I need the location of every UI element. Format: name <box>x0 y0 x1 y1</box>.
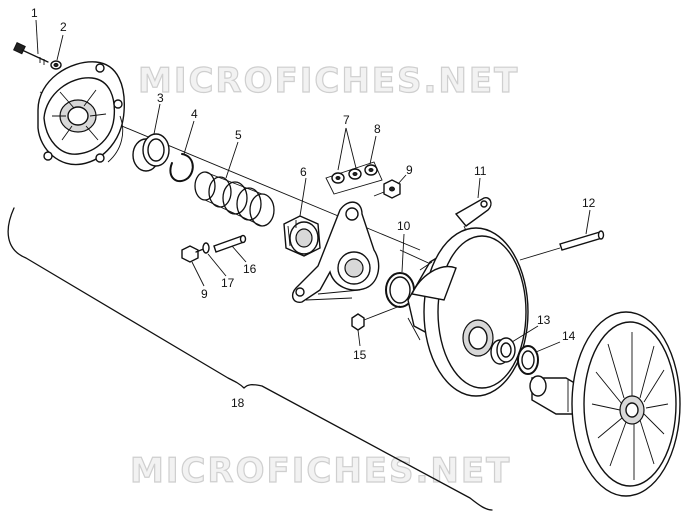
spider-arm-assembly <box>291 201 380 303</box>
callout-12: 12 <box>582 196 596 210</box>
leader-14 <box>535 341 561 353</box>
assembly-bracket-18 <box>7 207 493 511</box>
callout-7: 7 <box>343 113 350 127</box>
leader-11 <box>477 177 481 199</box>
pin-part-16 <box>213 234 247 253</box>
callout-2: 2 <box>60 20 67 34</box>
callout-3: 3 <box>157 91 164 105</box>
leader-16 <box>231 245 247 263</box>
leader-7b <box>345 127 357 169</box>
leader-8 <box>369 135 377 165</box>
spring-part-5 <box>194 171 275 227</box>
shim-plate-parts-7-8 <box>325 161 383 195</box>
fixed-sheave-with-shaft <box>529 311 681 497</box>
callout-8: 8 <box>374 122 381 136</box>
leader-5 <box>225 141 239 179</box>
callout-15: 15 <box>353 348 367 362</box>
bolt-part-1 <box>13 42 49 65</box>
callout-9-lower: 9 <box>201 287 208 301</box>
leader-12 <box>585 209 591 235</box>
leader-10 <box>401 233 405 273</box>
callout-10: 10 <box>397 219 411 233</box>
callout-11: 11 <box>474 164 487 178</box>
callout-4: 4 <box>191 107 198 121</box>
callout-14: 14 <box>562 329 576 343</box>
ring-part-10 <box>385 272 415 308</box>
callout-18: 18 <box>231 396 245 410</box>
callout-17: 17 <box>221 276 235 290</box>
bushing-part-13 <box>490 337 516 365</box>
bushing-part-3 <box>132 133 170 172</box>
callout-13: 13 <box>537 313 551 327</box>
leader-4 <box>183 120 195 155</box>
leader-17 <box>207 253 227 277</box>
leader-2 <box>56 34 64 61</box>
callout-5: 5 <box>235 128 242 142</box>
leader-3 <box>153 103 161 135</box>
leader-13 <box>511 325 539 343</box>
callout-6: 6 <box>300 165 307 179</box>
driver-cover <box>37 61 125 166</box>
callout-16: 16 <box>243 262 257 276</box>
ring-part-14 <box>517 345 539 375</box>
nut-part-9-upper <box>373 179 401 199</box>
pin-part-12 <box>519 230 605 261</box>
leader-15 <box>357 329 361 347</box>
snap-ring-part-4 <box>169 153 194 183</box>
leader-9-upper <box>397 174 407 185</box>
washer-part-17 <box>202 242 210 254</box>
callout-1: 1 <box>31 6 38 20</box>
leader-9-lower <box>191 261 205 287</box>
moveable-sheave <box>407 227 529 397</box>
bolt-part-9-lower <box>181 245 207 263</box>
watermark-bottom: MICROFICHES.NET <box>130 451 511 491</box>
leader-7a <box>337 127 347 171</box>
nut-part-15 <box>351 305 401 331</box>
leader-6 <box>299 177 307 217</box>
leader-1 <box>35 19 39 55</box>
callout-9-upper: 9 <box>406 163 413 177</box>
roller-part-6 <box>283 215 321 257</box>
watermark-top: MICROFICHES.NET <box>138 61 519 101</box>
washer-part-2 <box>50 60 62 70</box>
